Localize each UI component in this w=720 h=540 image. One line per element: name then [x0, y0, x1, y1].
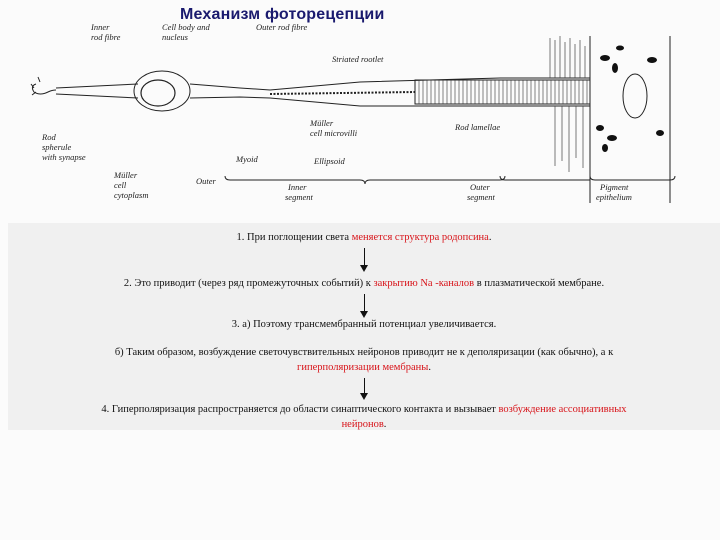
rod-cell-diagram: Inner rod fibre Cell body and nucleus Ou… — [30, 18, 680, 218]
label-muller-cytoplasm: Müller cell cytoplasm — [113, 170, 148, 200]
arrow-3 — [364, 378, 365, 398]
mechanism-flowchart: 1. При поглощении света меняется структу… — [8, 223, 720, 430]
label-striated-rootlet: Striated rootlet — [332, 54, 384, 64]
label-outer-rod-fibre: Outer rod fibre — [256, 22, 308, 32]
outer-rod-fibre — [190, 84, 270, 98]
outer-segment — [415, 80, 590, 104]
step-2: 2. Это приводит (через ряд промежуточных… — [8, 276, 720, 291]
cell-body — [134, 71, 190, 111]
label-inner-segment: Inner segment — [285, 182, 313, 202]
label-muller-microvilli: Müller cell microvilli — [309, 118, 358, 138]
label-inner-rod-fibre: Inner rod fibre — [90, 22, 121, 42]
arrow-1 — [364, 248, 365, 270]
inner-segment-outline — [270, 78, 590, 106]
nucleus — [141, 80, 175, 106]
label-outer-segment: Outer segment — [467, 182, 495, 202]
label-rod-spherule: Rod spherule with synapse — [41, 132, 86, 162]
step-1: 1. При поглощении света меняется структу… — [8, 230, 720, 245]
label-cell-body: Cell body and nucleus — [162, 22, 212, 42]
label-outer: Outer — [196, 176, 217, 186]
arrow-2 — [364, 294, 365, 316]
inner-rod-fibre — [56, 84, 138, 98]
label-rod-lamellae: Rod lamellae — [454, 122, 500, 132]
pigment-nucleus — [623, 74, 647, 118]
label-myoid: Myoid — [235, 154, 258, 164]
label-pigment-epithelium: Pigment epithelium — [596, 182, 632, 202]
step-3b: б) Таким образом, возбуждение светочувст… — [8, 345, 720, 375]
step-4: 4. Гиперполяризация распространяется до … — [8, 402, 720, 432]
step-3a: 3. а) Поэтому трансмембранный потенциал … — [8, 317, 720, 332]
label-ellipsoid: Ellipsoid — [313, 156, 345, 166]
